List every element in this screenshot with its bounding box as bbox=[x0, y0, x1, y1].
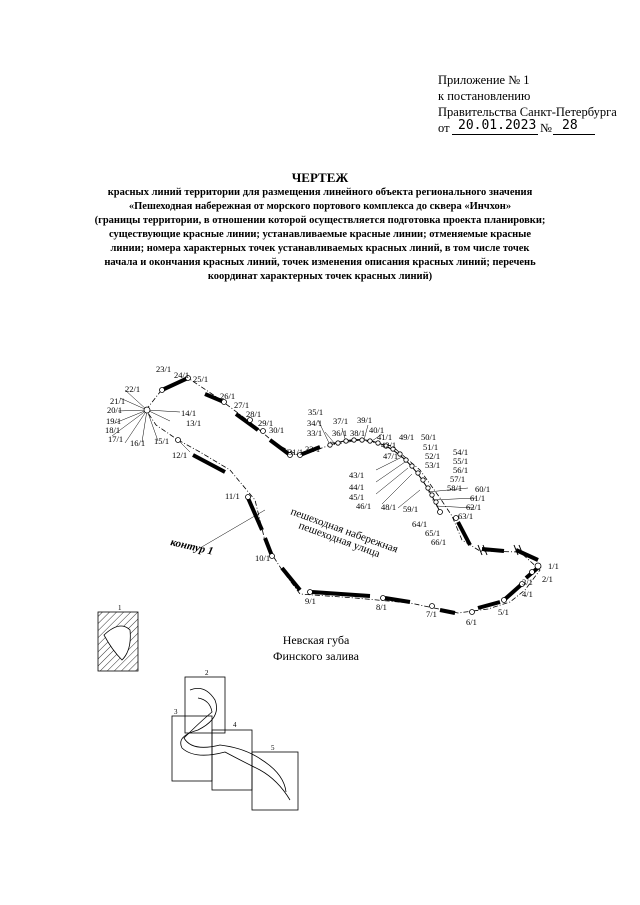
page-title: ЧЕРТЕЖ bbox=[291, 170, 349, 185]
point-label-43: 43/1 bbox=[349, 470, 364, 480]
break-marks bbox=[477, 544, 524, 556]
subtitle-line-1: красных линий территории для размещения … bbox=[107, 187, 533, 198]
point-label-18: 18/1 bbox=[105, 425, 120, 435]
subtitle-line-4: существующие красные линии; устанавливае… bbox=[108, 229, 532, 240]
point-label-12: 12/1 bbox=[172, 450, 187, 460]
point-label-40: 40/1 bbox=[369, 425, 384, 435]
point-label-36: 36/1 bbox=[332, 428, 347, 438]
point-label-24: 24/1 bbox=[174, 370, 189, 380]
sheet-label-5: 5 bbox=[271, 744, 275, 752]
header-number-prefix: № bbox=[540, 121, 552, 135]
point-label-50: 50/1 bbox=[421, 432, 436, 442]
point-label-17: 17/1 bbox=[108, 434, 123, 444]
point-label-15: 15/1 bbox=[154, 436, 169, 446]
point-label-4: 4/1 bbox=[522, 589, 533, 599]
point-label-37: 37/1 bbox=[333, 416, 348, 426]
point-label-21: 21/1 bbox=[110, 396, 125, 406]
point-label-6: 6/1 bbox=[466, 617, 477, 627]
point-label-8: 8/1 bbox=[376, 602, 387, 612]
point-label-7: 7/1 bbox=[426, 609, 437, 619]
point-label-39: 39/1 bbox=[357, 415, 372, 425]
subtitle-line-7: координат характерных точек красных лини… bbox=[207, 271, 433, 282]
point-label-22: 22/1 bbox=[125, 384, 140, 394]
point-label-42: 42/1 bbox=[381, 440, 396, 450]
point-label-54: 54/1 bbox=[453, 447, 468, 457]
point-label-19: 19/1 bbox=[106, 416, 121, 426]
point-label-30: 30/1 bbox=[269, 425, 284, 435]
subtitle-line-5: линии; номера характерных точек устанавл… bbox=[110, 243, 530, 254]
point-label-38: 38/1 bbox=[350, 428, 365, 438]
point-label-48: 48/1 bbox=[381, 502, 396, 512]
point-label-57: 57/1 bbox=[450, 474, 465, 484]
point-label-33: 33/1 bbox=[307, 428, 322, 438]
header-date: 20.01.2023 bbox=[458, 118, 537, 133]
point-label-3: 3/1 bbox=[522, 577, 533, 587]
subtitle-line-3: (границы территории, в отношении которой… bbox=[94, 215, 546, 226]
sheet-label-3: 3 bbox=[174, 708, 178, 716]
subtitle-line-6: начала и окончания красных линий, точек … bbox=[104, 257, 536, 268]
point-label-66: 66/1 bbox=[431, 537, 446, 547]
point-label-53: 53/1 bbox=[425, 460, 440, 470]
point-label-58: 58/1 bbox=[447, 483, 462, 493]
point-label-20: 20/1 bbox=[107, 405, 122, 415]
point-label-60: 60/1 bbox=[475, 484, 490, 494]
point-label-14: 14/1 bbox=[181, 408, 196, 418]
point-label-51: 51/1 bbox=[423, 442, 438, 452]
sheet-index-labels: 2 3 4 5 bbox=[174, 669, 275, 752]
point-label-28: 28/1 bbox=[246, 409, 261, 419]
point-label-31: 31/1 bbox=[288, 447, 303, 457]
point-label-26: 26/1 bbox=[220, 391, 235, 401]
point-label-46: 46/1 bbox=[356, 501, 371, 511]
point-label-10: 10/1 bbox=[255, 553, 270, 563]
point-label-47: 47/1 bbox=[383, 451, 398, 461]
point-label-16: 16/1 bbox=[130, 438, 145, 448]
water-label-1: Невская губа bbox=[283, 633, 350, 647]
point-label-27: 27/1 bbox=[234, 400, 249, 410]
date-underline bbox=[452, 134, 538, 135]
point-label-61: 61/1 bbox=[470, 493, 485, 503]
point-label-52: 52/1 bbox=[425, 451, 440, 461]
header-number: 28 bbox=[562, 118, 578, 133]
number-underline bbox=[553, 134, 595, 135]
header-resolution: к постановлению bbox=[438, 89, 531, 103]
point-label-29: 29/1 bbox=[258, 418, 273, 428]
sheet-label-2: 2 bbox=[205, 669, 209, 677]
point-label-1: 1/1 bbox=[548, 561, 559, 571]
subtitle-line-2: «Пешеходная набережная от морского порто… bbox=[128, 201, 512, 212]
red-lines bbox=[161, 376, 542, 615]
point-label-65: 65/1 bbox=[425, 528, 440, 538]
header-appendix: Приложение № 1 bbox=[438, 73, 530, 87]
point-label-11: 11/1 bbox=[225, 491, 240, 501]
point-label-13: 13/1 bbox=[186, 418, 201, 428]
sheet-label-4: 4 bbox=[233, 721, 237, 729]
characteristic-points bbox=[143, 375, 542, 615]
point-label-62: 62/1 bbox=[466, 502, 481, 512]
point-label-55: 55/1 bbox=[453, 456, 468, 466]
point-label-9: 9/1 bbox=[305, 596, 316, 606]
point-label-2: 2/1 bbox=[542, 574, 553, 584]
point-label-5: 5/1 bbox=[498, 607, 509, 617]
header-government: Правительства Санкт-Петербурга bbox=[438, 105, 617, 119]
point-label-49: 49/1 bbox=[399, 432, 414, 442]
point-label-25: 25/1 bbox=[193, 374, 208, 384]
point-label-34: 34/1 bbox=[307, 418, 322, 428]
contour-label: контур 1 bbox=[169, 536, 214, 557]
header-date-prefix: от bbox=[438, 121, 450, 135]
point-label-63: 63/1 bbox=[458, 511, 473, 521]
point-label-35: 35/1 bbox=[308, 407, 323, 417]
point-label-32: 32/1 bbox=[305, 444, 320, 454]
point-label-56: 56/1 bbox=[453, 465, 468, 475]
locator-inset: 1 bbox=[97, 604, 139, 672]
point-label-23: 23/1 bbox=[156, 364, 171, 374]
point-labels: 1/1 2/1 3/1 4/1 5/1 6/1 7/1 8/1 9/1 10/1… bbox=[105, 364, 559, 627]
point-label-64: 64/1 bbox=[412, 519, 427, 529]
point-label-44: 44/1 bbox=[349, 482, 364, 492]
water-label-2: Финского залива bbox=[273, 649, 360, 663]
point-label-41: 41/1 bbox=[377, 432, 392, 442]
inset-sheet-label-1: 1 bbox=[118, 604, 122, 612]
point-label-45: 45/1 bbox=[349, 492, 364, 502]
sheet-index bbox=[171, 676, 299, 811]
point-label-59: 59/1 bbox=[403, 504, 418, 514]
